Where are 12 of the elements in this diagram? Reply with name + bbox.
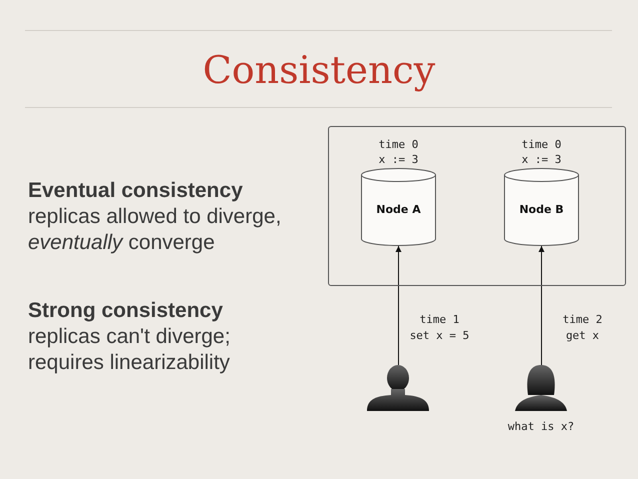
section-heading: Eventual consistency bbox=[28, 178, 244, 204]
node-label: Node A bbox=[375, 202, 422, 218]
arrow bbox=[538, 246, 544, 366]
slide-title: Consistency bbox=[202, 47, 436, 94]
section-heading: Strong consistency bbox=[28, 298, 224, 324]
description-text: replicas can't diverge; requires linearizability bbox=[28, 324, 232, 376]
annotation-text: time 0 x := 3 bbox=[520, 137, 562, 167]
annotation-text: what is x? bbox=[506, 419, 576, 434]
annotation-text: time 0 x := 3 bbox=[378, 137, 420, 167]
node-label: Node B bbox=[518, 202, 565, 218]
description-text: replicas allowed to diverge, eventually converge bbox=[28, 204, 282, 256]
arrow bbox=[396, 246, 402, 366]
